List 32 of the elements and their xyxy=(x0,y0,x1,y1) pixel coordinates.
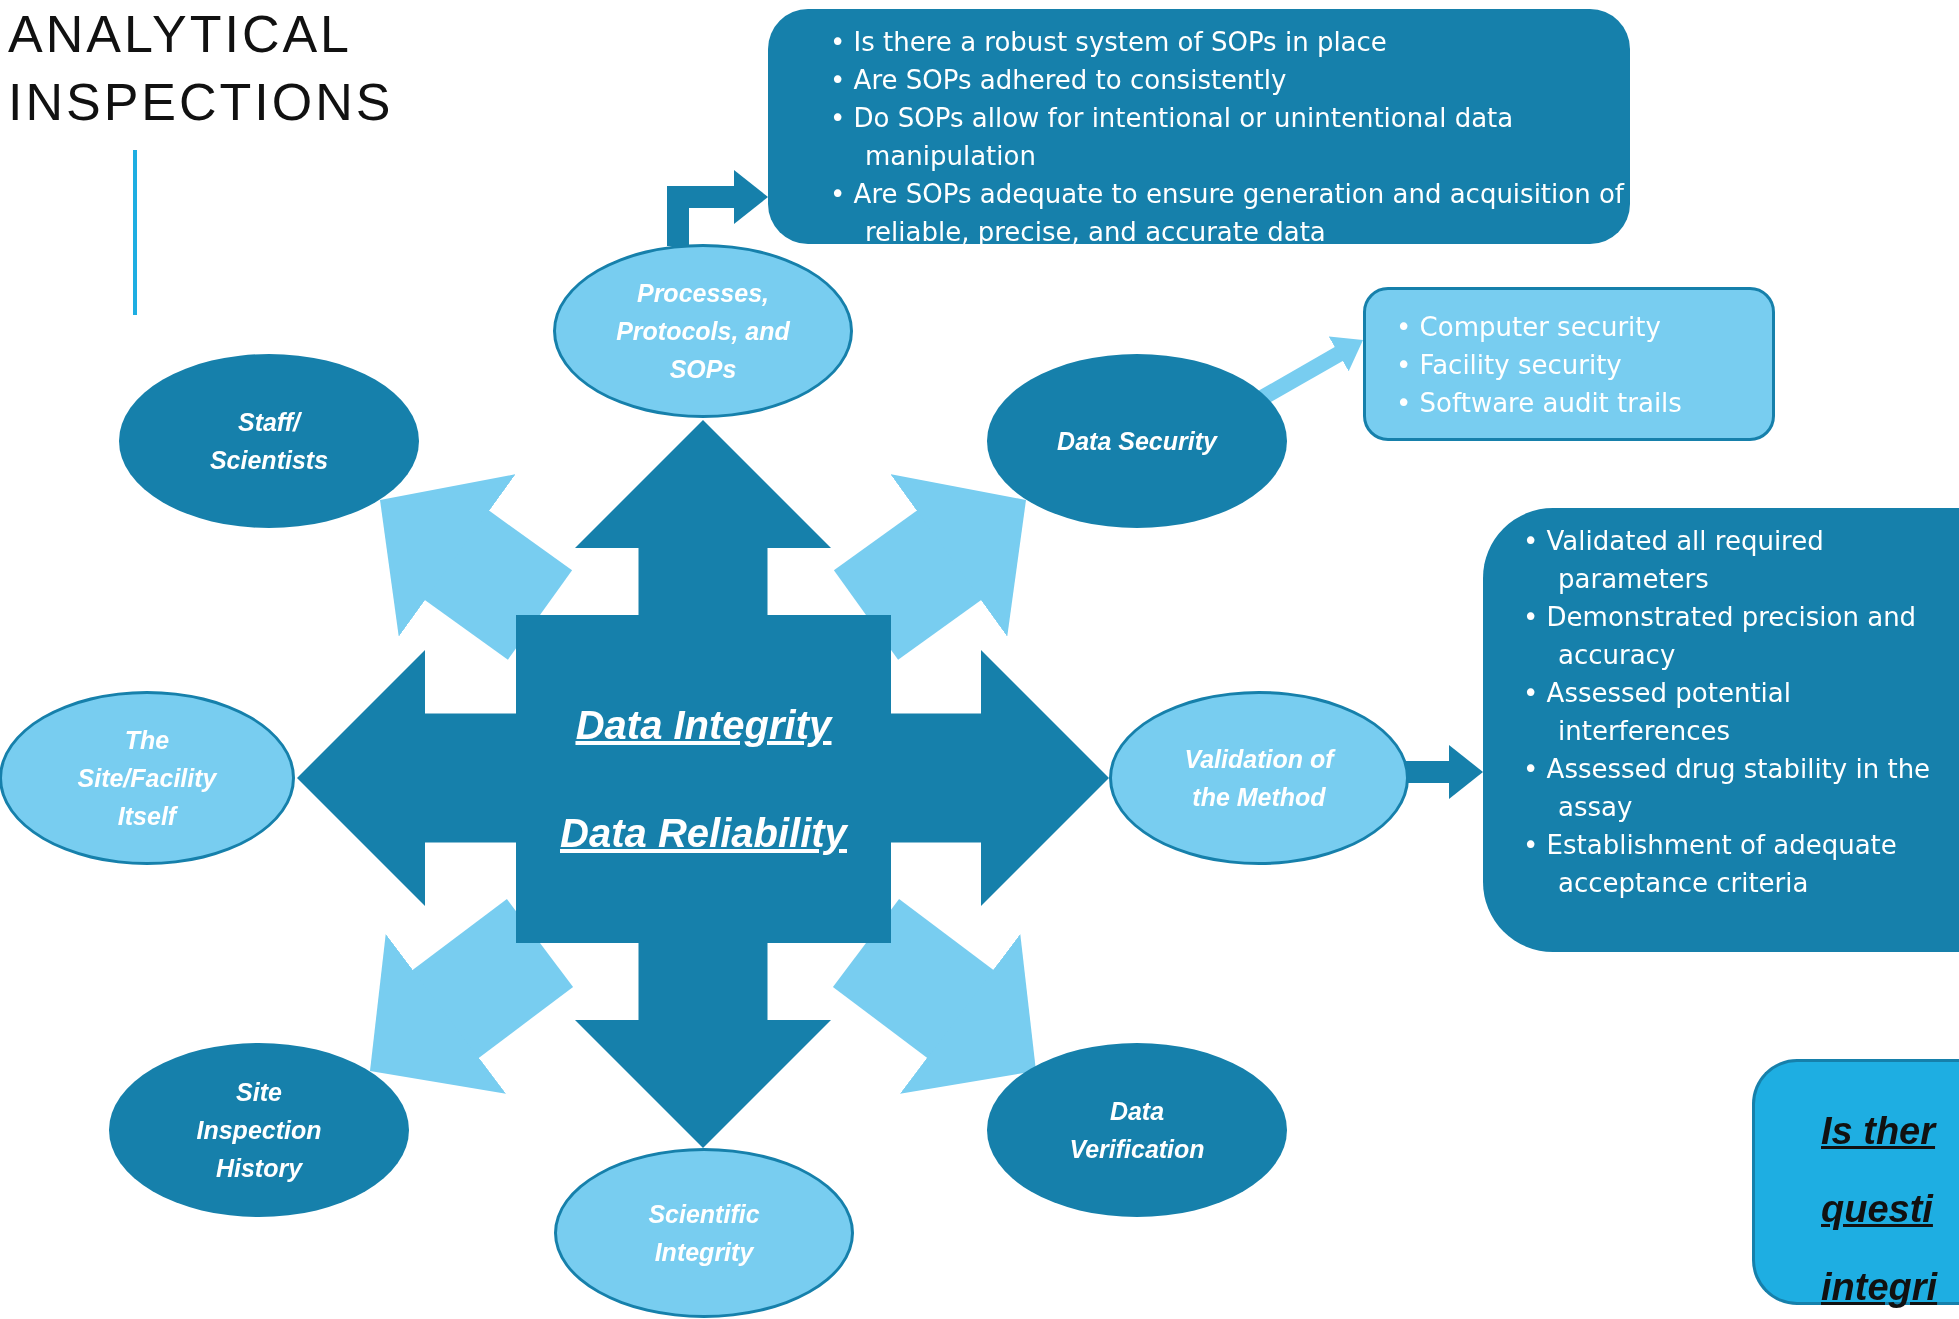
checklist-box xyxy=(1363,287,1775,441)
topic-label: Data Verification xyxy=(1068,1096,1206,1165)
heading-text: Data Reliability xyxy=(560,810,847,857)
checklist-box xyxy=(1483,508,1959,952)
arrow xyxy=(667,170,768,246)
topic-label: Processes, Protocols, and SOPs xyxy=(615,278,791,385)
topic-label: The Site/Facility Itself xyxy=(76,725,219,832)
checklist-box xyxy=(768,9,1630,244)
question-text: integri xyxy=(1821,1265,1938,1310)
bullet-item: • Facility security xyxy=(1396,349,1623,382)
bullet-item: • Is there a robust system of SOPs in place xyxy=(830,26,1388,59)
topic-label: Site Inspection History xyxy=(195,1077,323,1184)
bullet-item: • Assessed potential interferences xyxy=(1523,677,1792,748)
topic-label: Staff/ Scientists xyxy=(208,407,330,476)
bullet-item: • Are SOPs adequate to ensure generation and acquisition of reliable, precise, and accurate data xyxy=(830,178,1626,249)
bullet-item: • Software audit trails xyxy=(1396,387,1683,420)
bullet-item: • Are SOPs adhered to consistently xyxy=(830,64,1288,97)
question-text: Is ther xyxy=(1821,1109,1936,1154)
topic-label: Data Security xyxy=(1056,426,1219,457)
bullet-item: • Establishment of adequate acceptance criteria xyxy=(1523,829,1898,900)
bullet-item: • Validated all required parameters xyxy=(1523,525,1825,596)
bullet-item: • Demonstrated precision and accuracy xyxy=(1523,601,1918,672)
question-text: questi xyxy=(1821,1187,1933,1232)
heading-text: Data Integrity xyxy=(575,702,832,749)
bullet-item: • Computer security xyxy=(1396,311,1662,344)
center-box xyxy=(516,615,891,943)
bullet-item: • Do SOPs allow for intentional or unintentional data manipulation xyxy=(830,102,1515,173)
bullet-item: • Assessed drug stability in the assay xyxy=(1523,753,1932,824)
slide-title: ANALYTICAL INSPECTIONS xyxy=(8,4,395,133)
topic-label: Validation of the Method xyxy=(1183,744,1337,813)
arrow xyxy=(1406,745,1483,799)
topic-label: Scientific Integrity xyxy=(647,1199,761,1268)
